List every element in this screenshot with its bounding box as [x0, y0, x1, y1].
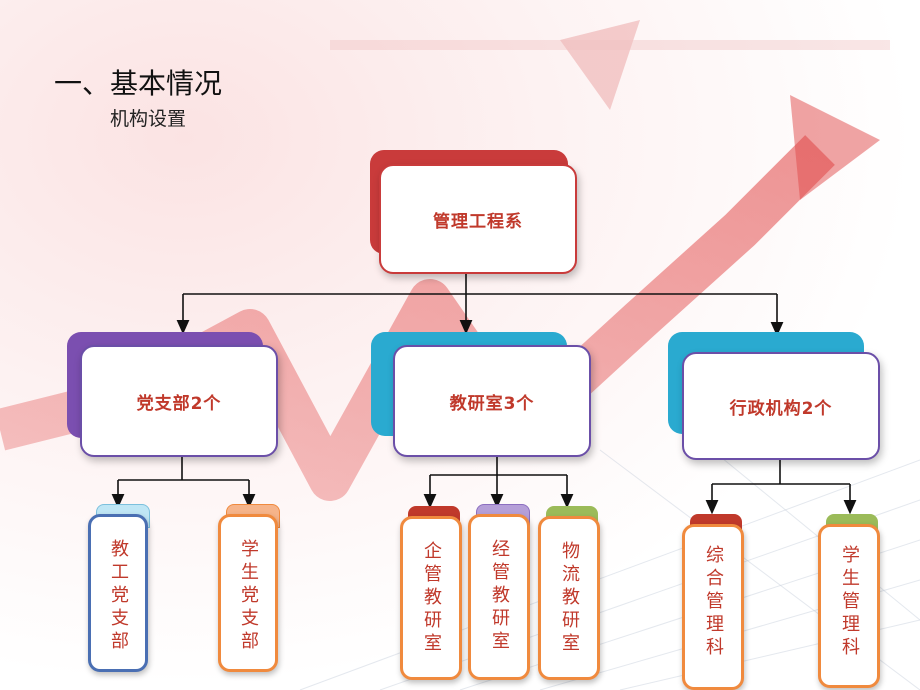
leaf-label: 教工党支部 [108, 539, 129, 654]
page-subtitle: 机构设置 [110, 108, 187, 130]
leaf-label: 综合管理科 [703, 545, 724, 660]
leaf-label: 物流教研室 [559, 541, 580, 656]
branch-admin-label: 行政机构2个 [682, 352, 880, 460]
root-label: 管理工程系 [379, 164, 577, 274]
page-title: 一、基本情况 [54, 67, 223, 100]
leaf-label: 经管教研室 [489, 539, 510, 654]
leaf-label: 学生党支部 [238, 539, 259, 654]
leaf-label: 企管教研室 [421, 541, 442, 656]
leaf-label: 学生管理科 [839, 545, 860, 660]
branch-party-label: 党支部2个 [80, 345, 278, 457]
branch-teaching-label: 教研室3个 [393, 345, 591, 457]
